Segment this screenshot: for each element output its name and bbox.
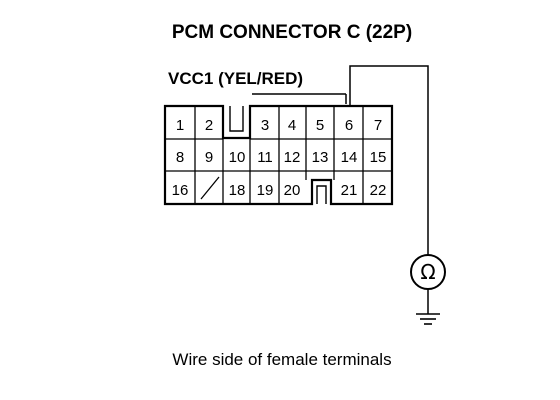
terminal-5-label: 5 [316, 117, 324, 134]
terminal-grid [165, 106, 392, 204]
terminal-7-label: 7 [374, 117, 382, 134]
terminal-9-label: 9 [205, 149, 213, 166]
diagram-title: PCM CONNECTOR C (22P) [172, 22, 412, 43]
ohm-icon: Ω [420, 260, 435, 284]
terminal-21-label: 21 [341, 182, 358, 199]
blank-terminal-slash [200, 176, 220, 200]
terminal-3-label: 3 [261, 117, 269, 134]
terminal-11-label: 11 [257, 149, 273, 166]
terminal-22-label: 22 [370, 182, 387, 199]
terminal-16-label: 16 [172, 182, 189, 199]
terminal-2-label: 2 [205, 117, 213, 134]
terminal-12-label: 12 [284, 149, 301, 166]
terminal-18-label: 18 [229, 182, 246, 199]
terminal-20-label: 20 [284, 182, 301, 199]
connector-outline [163, 104, 394, 206]
diagram-caption: Wire side of female terminals [172, 350, 391, 369]
terminal-8-label: 8 [176, 149, 184, 166]
terminal-4-label: 4 [288, 117, 296, 134]
terminal-14-label: 14 [341, 149, 358, 166]
probe-wire [349, 65, 429, 256]
connector-key [316, 185, 327, 204]
terminal-6-label: 6 [345, 117, 353, 134]
terminal-13-label: 13 [312, 149, 329, 166]
ground-icon [416, 313, 440, 325]
connector-lock-tab [229, 106, 244, 132]
terminal-10-label: 10 [229, 149, 246, 166]
wire-label: VCC1 (YEL/RED) [168, 69, 303, 88]
terminal-19-label: 19 [257, 182, 274, 199]
terminal-15-label: 15 [370, 149, 387, 166]
terminal-1-label: 1 [176, 117, 184, 134]
ohmmeter: Ω [410, 254, 446, 290]
